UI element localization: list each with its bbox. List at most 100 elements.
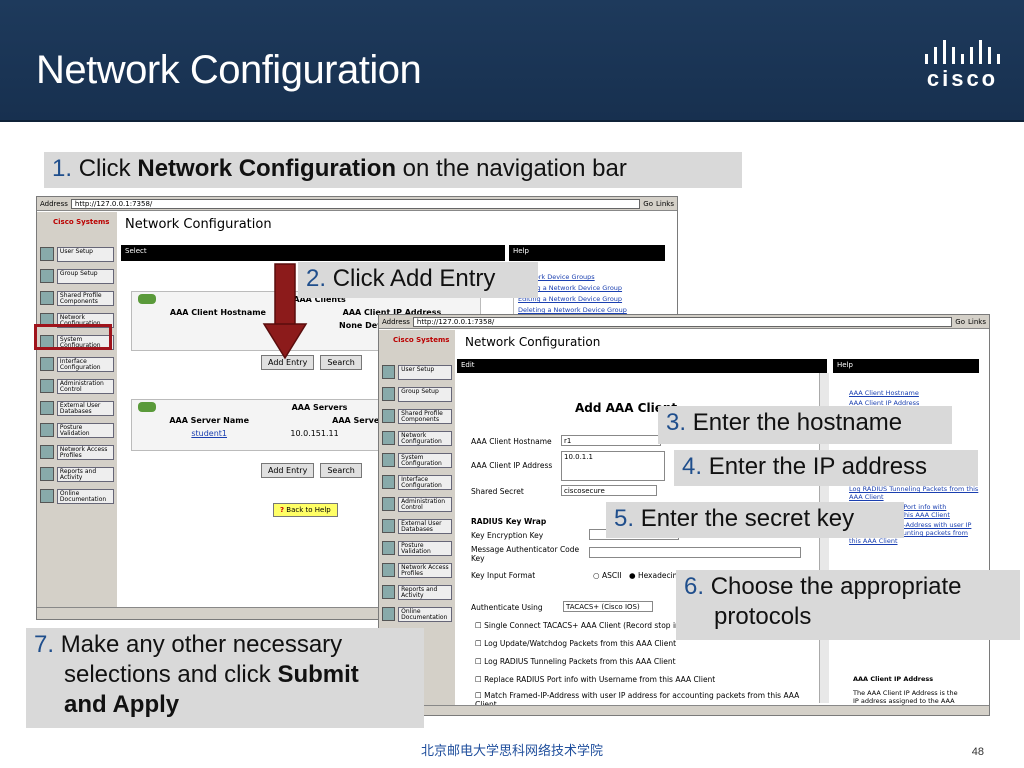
nav-label: Interface Configuration: [398, 474, 452, 490]
highlight-box: [34, 324, 112, 350]
red-arrow-icon: [262, 263, 308, 360]
nav-label: Reports and Activity: [56, 466, 114, 482]
mac-key-input[interactable]: [589, 547, 801, 558]
step-text: Make any other necessary: [60, 631, 343, 658]
hostname-input[interactable]: r1: [561, 435, 661, 446]
secret-input[interactable]: ciscosecure: [561, 485, 657, 496]
nav-icon: [40, 379, 54, 393]
help-link[interactable]: Editing a Network Device Group: [518, 295, 623, 303]
checkbox-label: Log Update/Watchdog Packets from this AA…: [484, 639, 677, 648]
help-link[interactable]: Log RADIUS Tunneling Packets from this A…: [849, 485, 979, 501]
radius-key-wrap-label: RADIUS Key Wrap: [471, 517, 547, 526]
nav-label: Posture Validation: [398, 540, 452, 556]
nav-item[interactable]: Reports and Activity: [382, 582, 452, 602]
help-link[interactable]: AAA Client IP Address: [849, 399, 920, 407]
ip-input[interactable]: 10.0.1.1: [561, 451, 665, 481]
search-button[interactable]: Search: [320, 463, 362, 478]
checkbox-match-ip[interactable]: ☐ Match Framed-IP-Address with user IP a…: [475, 691, 805, 709]
nav-item[interactable]: Group Setup: [382, 384, 452, 404]
nav-label: Reports and Activity: [398, 584, 452, 600]
step-number: 7.: [34, 631, 55, 658]
none-defined: None Defined: [339, 321, 400, 330]
nav-item[interactable]: User Setup: [40, 244, 114, 264]
add-entry-button[interactable]: Add Entry: [261, 355, 315, 370]
auth-select[interactable]: TACACS+ (Cisco IOS): [563, 601, 653, 612]
nav-item[interactable]: Posture Validation: [382, 538, 452, 558]
callout-step-1: 1. Click Network Configuration on the na…: [44, 152, 742, 188]
nav-item[interactable]: Interface Configuration: [382, 472, 452, 492]
help-link[interactable]: Adding a Network Device Group: [518, 284, 623, 292]
address-bar: Address http://127.0.0.1:7358/ Go Links: [379, 315, 989, 329]
nav-item[interactable]: Interface Configuration: [40, 354, 114, 374]
step-number: 5.: [614, 505, 635, 532]
clients-header: AAA Clients: [293, 294, 346, 304]
nav-item[interactable]: Network Access Profiles: [382, 560, 452, 580]
back-to-help-button[interactable]: ? Back to Help: [273, 503, 338, 517]
help-link[interactable]: Network Device Groups: [518, 273, 595, 281]
callout-step-7: 7. Make any other necessary selections a…: [26, 628, 424, 728]
nav-item[interactable]: Group Setup: [40, 266, 114, 286]
nav-label: Shared Profile Components: [56, 290, 114, 306]
nav-label: System Configuration: [398, 452, 452, 468]
nav-item[interactable]: External User Databases: [382, 516, 452, 536]
horizontal-scrollbar[interactable]: [379, 705, 989, 715]
nav-label: Network Access Profiles: [56, 444, 114, 460]
nav-label: Administration Control: [398, 496, 452, 512]
step-bold: Network Configuration: [137, 155, 397, 182]
nav-item[interactable]: Administration Control: [40, 376, 114, 396]
hex-radio[interactable]: ● Hexadecimal: [629, 571, 687, 580]
step-text: protocols: [714, 603, 812, 630]
nav-label: Interface Configuration: [56, 356, 114, 372]
nav-item[interactable]: Shared Profile Components: [382, 406, 452, 426]
address-label: Address: [382, 317, 410, 326]
address-label: Address: [40, 199, 68, 208]
nav-item[interactable]: External User Databases: [40, 398, 114, 418]
checkbox-label: Log RADIUS Tunneling Packets from this A…: [484, 657, 676, 666]
checkbox-single-connect[interactable]: ☐ Single Connect TACACS+ AAA Client (Rec…: [475, 621, 765, 630]
checkbox-log-update[interactable]: ☐ Log Update/Watchdog Packets from this …: [475, 639, 677, 648]
nav-item[interactable]: Network Access Profiles: [40, 442, 114, 462]
address-bar: Address http://127.0.0.1:7358/ Go Links: [37, 197, 677, 211]
nav-icon: [382, 607, 396, 621]
url-input[interactable]: http://127.0.0.1:7358/: [412, 316, 953, 327]
help-link[interactable]: Deleting a Network Device Group: [518, 306, 627, 314]
checkbox-log-radius[interactable]: ☐ Log RADIUS Tunneling Packets from this…: [475, 657, 676, 666]
step-text: on the navigation bar: [396, 155, 627, 182]
search-button[interactable]: Search: [320, 355, 362, 370]
nav-item[interactable]: System Configuration: [382, 450, 452, 470]
nav-item[interactable]: Shared Profile Components: [40, 288, 114, 308]
server-name-link[interactable]: student1: [191, 429, 228, 438]
nav-label: Administration Control: [56, 378, 114, 394]
checkbox-label: Single Connect TACACS+ AAA Client (Recor…: [484, 621, 765, 630]
help-bar: Help: [833, 359, 979, 373]
nav-item[interactable]: Posture Validation: [40, 420, 114, 440]
help-link[interactable]: Match Framed-IP-Address with user IP add…: [849, 521, 972, 545]
nav-label: Group Setup: [56, 268, 114, 284]
step-number: 6.: [684, 573, 705, 600]
add-entry-button[interactable]: Add Entry: [261, 463, 315, 478]
form-scrollbar[interactable]: [819, 373, 829, 703]
url-input[interactable]: http://127.0.0.1:7358/: [70, 198, 641, 209]
go-button[interactable]: Go: [955, 317, 966, 326]
servers-header: AAA Servers: [291, 402, 348, 412]
help-heading: AAA Client IP Address: [853, 675, 934, 683]
nav-item[interactable]: Network Configuration: [382, 428, 452, 448]
nav-item[interactable]: Administration Control: [382, 494, 452, 514]
nav-item[interactable]: Reports and Activity: [40, 464, 114, 484]
nav-icon: [382, 453, 396, 467]
ip-label: AAA Client IP Address: [471, 461, 553, 470]
nav-item[interactable]: User Setup: [382, 362, 452, 382]
links-button[interactable]: Links: [968, 317, 986, 326]
checkbox-label: Replace RADIUS Port info with Username f…: [484, 675, 716, 684]
ascii-radio[interactable]: ○ ASCII: [593, 571, 622, 580]
nav-label: Group Setup: [398, 386, 452, 402]
go-button[interactable]: Go: [643, 199, 654, 208]
help-link[interactable]: AAA Client Hostname: [849, 389, 919, 397]
nav-item[interactable]: Online Documentation: [40, 486, 114, 506]
nav-item[interactable]: Online Documentation: [382, 604, 452, 624]
cisco-systems-brand: Cisco Systems: [393, 336, 450, 344]
checkbox-replace-port[interactable]: ☐ Replace RADIUS Port info with Username…: [475, 675, 716, 684]
links-button[interactable]: Links: [656, 199, 674, 208]
